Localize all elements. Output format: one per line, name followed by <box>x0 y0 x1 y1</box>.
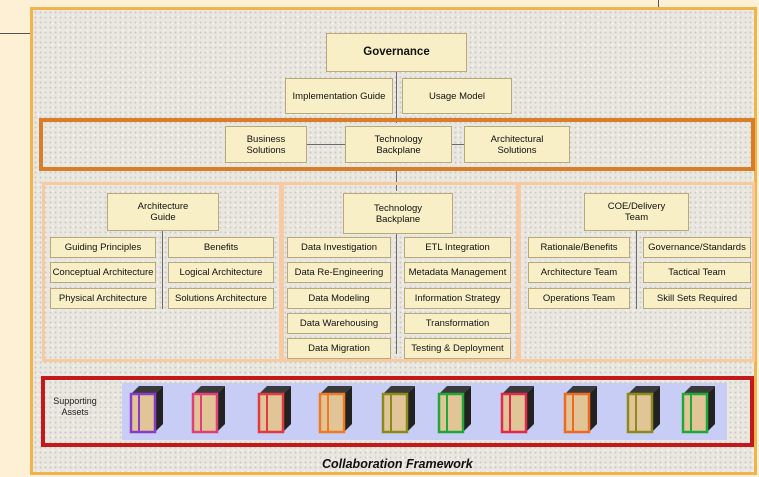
governance-label: Governance <box>363 46 430 58</box>
item-label: Tactical Team <box>668 267 726 278</box>
usage-model-box: Usage Model <box>402 78 512 114</box>
technology-backplane-header-label: Technology Backplane <box>373 202 423 225</box>
binder-icon <box>191 384 227 439</box>
skill-sets-required-box: Skill Sets Required <box>643 288 751 309</box>
business-solutions-label: Business Solutions <box>246 133 286 156</box>
item-label: Testing & Deployment <box>411 343 504 354</box>
logical-architecture-box: Logical Architecture <box>168 262 274 283</box>
item-label: Rationale/Benefits <box>540 242 618 253</box>
governance-box: Governance <box>326 33 467 72</box>
item-label: Conceptual Architecture <box>52 267 154 278</box>
connector <box>636 231 637 309</box>
data-modeling-box: Data Modeling <box>287 288 391 309</box>
benefits-box: Benefits <box>168 237 274 258</box>
tactical-team-box: Tactical Team <box>643 262 751 283</box>
data-re-engineering-box: Data Re-Engineering <box>287 262 391 283</box>
item-label: Solutions Architecture <box>175 293 267 304</box>
architecture-guide-label: Architecture Guide <box>137 201 189 223</box>
architecture-guide-box: Architecture Guide <box>107 193 219 231</box>
item-label: Metadata Management <box>408 267 507 278</box>
architectural-solutions-box: Architectural Solutions <box>464 126 570 163</box>
top-left-hairline <box>0 33 30 34</box>
guiding-principles-box: Guiding Principles <box>50 237 156 258</box>
technology-backplane-header-box: Technology Backplane <box>343 193 453 234</box>
solutions-architecture-box: Solutions Architecture <box>168 288 274 309</box>
connector <box>162 231 163 309</box>
connector <box>396 234 397 354</box>
coe-panel <box>518 182 755 362</box>
supporting-assets-band <box>41 376 754 447</box>
data-warehousing-box: Data Warehousing <box>287 313 391 334</box>
architecture-panel <box>42 182 282 362</box>
binder-icon <box>500 384 536 439</box>
operations-team-box: Operations Team <box>528 288 630 309</box>
metadata-management-box: Metadata Management <box>404 262 511 283</box>
item-label: Architecture Team <box>540 267 618 278</box>
architectural-solutions-label: Architectural Solutions <box>490 133 544 156</box>
item-label: Governance/Standards <box>648 242 746 253</box>
item-label: ETL Integration <box>425 242 490 253</box>
binder-icon <box>563 384 599 439</box>
item-label: Guiding Principles <box>64 242 142 253</box>
connector <box>307 144 345 145</box>
item-label: Benefits <box>203 242 239 253</box>
business-solutions-box: Business Solutions <box>225 126 307 163</box>
item-label: Data Re-Engineering <box>294 267 384 278</box>
technology-backplane-box: Technology Backplane <box>345 126 452 163</box>
item-label: Skill Sets Required <box>656 293 738 304</box>
coe-delivery-team-label: COE/Delivery Team <box>607 201 666 223</box>
item-label: Data Migration <box>308 343 370 354</box>
transformation-box: Transformation <box>404 313 511 334</box>
item-label: Operations Team <box>542 293 616 304</box>
data-migration-box: Data Migration <box>287 338 391 359</box>
connector <box>396 66 397 123</box>
item-label: Information Strategy <box>414 293 501 304</box>
supporting-assets-label: Supporting Assets <box>53 396 97 417</box>
binder-icon <box>381 384 417 439</box>
top-right-hairline <box>658 0 659 9</box>
technology-panel <box>281 182 519 362</box>
implementation-guide-box: Implementation Guide <box>285 78 393 114</box>
governance-standards-box: Governance/Standards <box>643 237 751 258</box>
technology-backplane-label: Technology Backplane <box>374 133 423 156</box>
rationale-benefits-box: Rationale/Benefits <box>528 237 630 258</box>
item-label: Data Investigation <box>300 242 378 253</box>
data-investigation-box: Data Investigation <box>287 237 391 258</box>
connector <box>452 144 464 145</box>
information-strategy-box: Information Strategy <box>404 288 511 309</box>
binder-icon <box>437 384 473 439</box>
physical-architecture-box: Physical Architecture <box>50 288 156 309</box>
coe-delivery-team-box: COE/Delivery Team <box>584 193 689 231</box>
usage-model-label: Usage Model <box>429 90 485 102</box>
item-label: Data Modeling <box>308 293 370 304</box>
collaboration-framework-title: Collaboration Framework <box>322 457 473 471</box>
binder-icon <box>257 384 293 439</box>
binder-icon <box>626 384 662 439</box>
architecture-team-box: Architecture Team <box>528 262 630 283</box>
binder-icon <box>318 384 354 439</box>
etl-integration-box: ETL Integration <box>404 237 511 258</box>
item-label: Data Warehousing <box>299 318 379 329</box>
implementation-guide-label: Implementation Guide <box>292 90 386 102</box>
testing-deployment-box: Testing & Deployment <box>404 338 511 359</box>
conceptual-architecture-box: Conceptual Architecture <box>50 262 156 283</box>
solutions-band <box>39 118 755 171</box>
binder-icon <box>681 384 717 439</box>
item-label: Logical Architecture <box>179 267 263 278</box>
item-label: Physical Architecture <box>58 293 148 304</box>
binder-icon <box>129 384 165 439</box>
item-label: Transformation <box>425 318 490 329</box>
connector <box>396 168 397 191</box>
